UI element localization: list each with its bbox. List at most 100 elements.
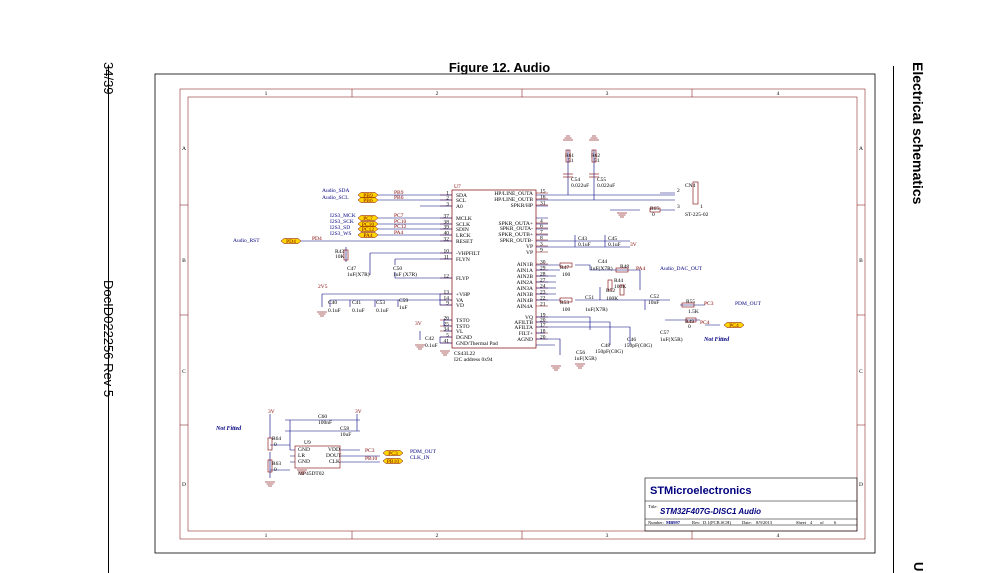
c60-ref: C60 [318, 414, 327, 420]
not-fitted-r49: Not Fitted [703, 337, 730, 343]
r63-value: 0 [274, 467, 277, 473]
c50-ref: C50 [393, 266, 402, 272]
u7-pin-name: SPKR_OUTA- [500, 226, 533, 232]
figure-title: Figure 12. Audio [448, 60, 551, 75]
col-label-top-1: 1 [265, 91, 268, 97]
c47-ref: C47 [347, 266, 356, 272]
u9-pin-gnd: GND [298, 447, 310, 453]
figure-border [154, 73, 876, 554]
c51-value: 1uF(X7R) [585, 306, 608, 313]
r52-value: 100K [606, 296, 618, 302]
u7-pin-number: 16 [540, 195, 546, 201]
of-label: of [820, 520, 824, 525]
board-number: MB997 [666, 520, 681, 525]
c41-ref: C41 [352, 300, 361, 306]
u7-pin-number: 26 [444, 316, 450, 322]
net-audio-sda: Audio_SDA [322, 188, 350, 194]
cn4-part: ST-225-02 [685, 212, 709, 218]
u7-pin-number: 18 [540, 329, 546, 335]
u7-pin-number: 2 [446, 196, 449, 202]
svg-text:PB6: PB6 [363, 198, 373, 204]
row-label-left-d: D [182, 482, 186, 488]
port-label-pc3b: PC3 [704, 301, 714, 307]
u7-pin-name: SDIN [456, 227, 469, 233]
company-name: STMicroelectronics [650, 485, 751, 497]
u9-mic-body [294, 445, 341, 469]
u7-pin-name: VP [526, 250, 533, 256]
u7-pin-name: VL [456, 329, 464, 335]
u9-pin-lr: LR [298, 453, 305, 459]
schematic-frame-inner [187, 96, 858, 532]
u7-pin-number: 34 [444, 327, 450, 333]
c46-ref: C46 [627, 337, 636, 343]
col-label-bottom-4: 4 [777, 533, 780, 539]
u7-pin-name: AIN1A [517, 268, 534, 274]
net-audio-rst: Audio_RST [233, 238, 260, 244]
u7-pin-name: HP/LINE_OUTB [494, 197, 533, 203]
col-label-top-2: 2 [436, 91, 439, 97]
u7-pin-number: 40 [444, 231, 450, 237]
u7-pin-number: 7 [540, 230, 543, 236]
u9-pin-dout: DOUT [326, 453, 342, 459]
c55-ref: C55 [597, 177, 606, 183]
schematic-title: STM32F407G-DISC1 Audio [660, 507, 761, 516]
c58-value: 10uF [340, 432, 351, 438]
r48-ref: R48 [620, 264, 629, 270]
u7-pin-name: FLYP [456, 276, 469, 282]
c44-value: 1uF(X7R) [590, 265, 613, 272]
u9-pin-clk: CLK [329, 459, 340, 465]
net-i2s3-sck: I2S3_SCK [330, 219, 354, 225]
u9-part: MP45DT02 [298, 471, 325, 477]
right-margin-line [893, 66, 894, 573]
c43-ref: C43 [578, 236, 587, 242]
c44-ref: C44 [598, 259, 607, 265]
c45-ref: C45 [608, 236, 617, 242]
net-pdm-out-mic: PDM_OUT [410, 449, 437, 455]
c52-ref: C52 [650, 294, 659, 300]
u7-pin-number: 20 [540, 318, 546, 324]
u7-address: I2C address 0x94 [454, 357, 493, 363]
u7-pin-name: SPKR_OUTA+ [499, 221, 533, 227]
svg-text:PB9: PB9 [363, 193, 373, 199]
u7-pin-name: SDA [456, 193, 467, 199]
port-label-pc7: PC7 [394, 213, 404, 219]
u7-pin-name: AGND [517, 337, 533, 343]
c57-ref: C57 [660, 330, 669, 336]
u7-pin-number: 9 [540, 248, 543, 254]
u7-pin-name: RESET [456, 239, 473, 245]
svg-text:PC10: PC10 [362, 222, 374, 228]
net-audio-dac-out: Audio_DAC_OUT [660, 266, 703, 272]
port-pb6: PB6 [357, 197, 379, 204]
number-label: Number: [648, 520, 664, 525]
r64-ref: R64 [272, 436, 281, 442]
port-label-pb6: PB6 [394, 195, 404, 201]
port-pc3: PC3 [382, 450, 404, 457]
r55-ref: R55 [686, 299, 695, 305]
port-pc12: PC12 [357, 226, 379, 233]
u7-pin-number: 12 [444, 274, 450, 280]
u7-pin-name: HP/LINE_OUTA [494, 191, 533, 197]
schematic-frame-outer [179, 88, 866, 540]
pwr-3v-mic: 3V [268, 409, 275, 415]
c51-ref: C51 [585, 295, 594, 301]
port-label-pc4: PC4 [700, 320, 710, 326]
c59-ref: C59 [399, 298, 408, 304]
rev-label: Rev: [692, 520, 701, 525]
u7-pin-name: LRCK [456, 233, 471, 239]
u7-pin-name: AFILTB [514, 320, 533, 326]
c48-ref: C48 [601, 343, 610, 349]
port-label-pc12: PC12 [394, 224, 406, 230]
u7-pin-number: 8 [540, 236, 543, 242]
u9-pin-gnd2: GND [298, 459, 310, 465]
u9-pin-vdd: VDD [328, 447, 340, 453]
row-label-left-c: C [182, 369, 186, 375]
u7-pin-name: FLYN [456, 257, 470, 263]
u7-pin-number: 15 [540, 189, 546, 195]
col-label-top-4: 4 [777, 91, 780, 97]
r49-value: 0 [688, 324, 691, 330]
r43-ref: R43 [335, 249, 344, 255]
u7-pin-number: 30 [540, 260, 546, 266]
port-label-pb10: PB10 [365, 456, 377, 462]
row-label-right-b: B [859, 258, 863, 264]
u9-ref: U9 [304, 440, 311, 446]
